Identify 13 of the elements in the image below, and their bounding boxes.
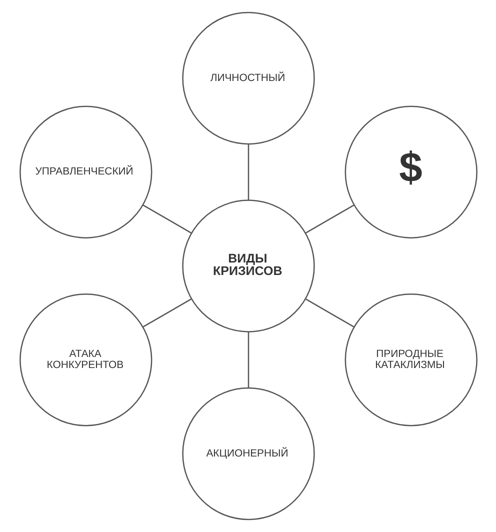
node-circle: ВИДЫ КРИЗИСОВ — [182, 200, 314, 332]
connector — [305, 204, 354, 234]
node-circle: $ — [344, 106, 477, 238]
connector — [142, 204, 191, 234]
connector — [247, 144, 249, 200]
connector — [247, 332, 249, 388]
connector — [142, 298, 191, 328]
node-circle: АКЦИОНЕРНЫЙ — [182, 387, 314, 520]
node-circle: УПРАВЛЕНЧЕСКИЙ — [19, 106, 152, 238]
node-circle: ПРИРОДНЫЕ КАТАКЛИЗМЫ — [344, 294, 477, 426]
node-circle: ЛИЧНОСТНЫЙ — [182, 12, 314, 145]
connector — [305, 298, 354, 328]
node-circle: АТАКА КОНКУРЕНТОВ — [19, 294, 152, 426]
